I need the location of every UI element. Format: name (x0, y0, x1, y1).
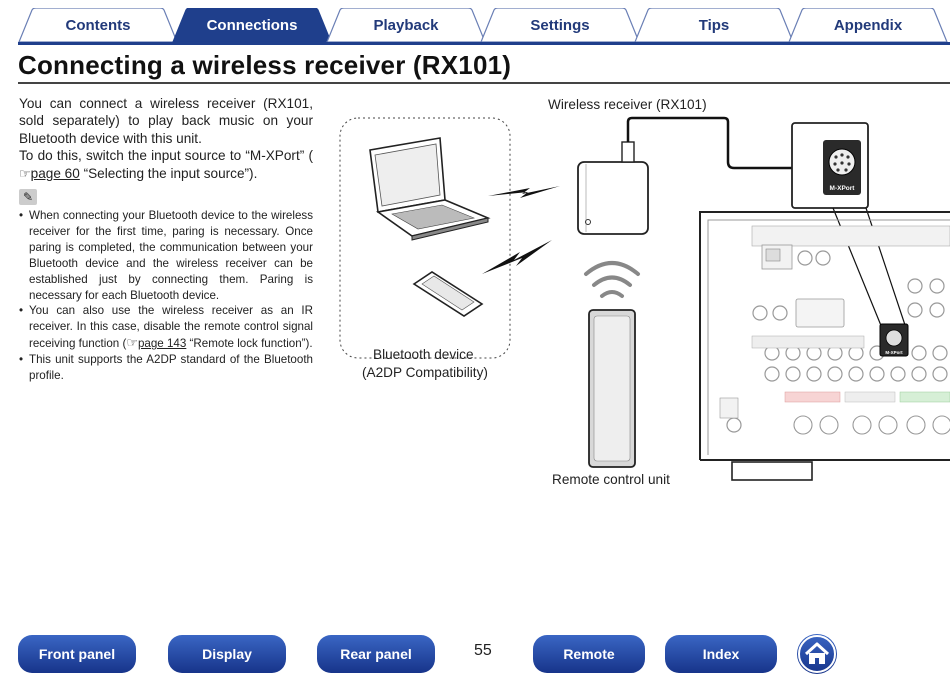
note-text: When connecting your Bluetooth device to… (29, 209, 313, 302)
page-143-link[interactable]: page 143 (137, 337, 187, 351)
remote-button[interactable]: Remote (533, 635, 645, 673)
laptop-icon (369, 137, 491, 241)
bullet-dot: • (19, 304, 24, 318)
page-60-link[interactable]: page 60 (30, 165, 80, 181)
remote-control-label: Remote control unit (552, 472, 670, 487)
home-button[interactable] (797, 634, 837, 674)
tab-underline (18, 42, 950, 45)
tab-label: Appendix (833, 16, 903, 34)
note-text: You can also use the wireless receiver a… (29, 303, 313, 352)
bluetooth-area-outline (339, 117, 511, 359)
tab-tips[interactable]: Tips (634, 8, 794, 42)
rear-panel-button[interactable]: Rear panel (317, 635, 435, 673)
note-text-post: “Remote lock function”). (186, 337, 313, 351)
tab-label: Tips (698, 16, 730, 34)
tab-shape (480, 8, 640, 42)
tab-label: Settings (530, 16, 590, 34)
tab-shape (634, 8, 794, 42)
pencil-icon: ✎ (19, 189, 37, 205)
index-button[interactable]: Index (665, 635, 777, 673)
av-receiver-rear-panel: M-XPort (699, 211, 950, 481)
cable (626, 116, 796, 170)
wireless-receiver-icon (577, 141, 649, 235)
tab-shape (326, 8, 486, 42)
tab-playback[interactable]: Playback (326, 8, 486, 42)
wireless-signal-icon (482, 240, 552, 274)
title-divider (18, 82, 950, 84)
notes-list: • When connecting your Bluetooth device t… (19, 208, 313, 384)
tab-label: Connections (206, 16, 298, 34)
intro-text-post: “Selecting the input source”). (79, 165, 258, 181)
tab-label: Playback (373, 16, 439, 34)
intro-text: You can connect a wireless receiver (RX1… (19, 95, 313, 182)
front-panel-button[interactable]: Front panel (18, 635, 136, 673)
note-text: This unit supports the A2DP standard of … (29, 353, 313, 383)
ir-signal-icon (584, 261, 640, 298)
bluetooth-device-label: Bluetooth device (373, 347, 474, 362)
tab-label: Contents (65, 16, 131, 34)
tab-shape (172, 8, 332, 42)
pointing-hand-icon: ☞ (126, 335, 138, 351)
note-text-pre: You can also use the wireless receiver a… (29, 304, 313, 351)
bullet-dot: • (19, 209, 24, 222)
list-item: • This unit supports the A2DP standard of… (19, 352, 313, 384)
list-item: • When connecting your Bluetooth device t… (19, 208, 313, 303)
tab-bar: Contents Connections Playback Settings T… (0, 0, 950, 46)
smartphone-icon (412, 271, 484, 317)
mxport-small-label: M-XPort (885, 350, 903, 355)
intro-text-pre: To do this, switch the input source to “… (19, 148, 313, 164)
tab-contents[interactable]: Contents (18, 8, 178, 42)
tab-appendix[interactable]: Appendix (788, 8, 948, 42)
tab-shape (788, 8, 948, 42)
page-title: Connecting a wireless receiver (RX101) (18, 50, 512, 80)
tab-shape (18, 8, 178, 42)
pointing-hand-icon: ☞ (19, 165, 31, 181)
bluetooth-compatibility-label: (A2DP Compatibility) (362, 365, 488, 380)
remote-control-icon (588, 309, 636, 468)
display-button[interactable]: Display (168, 635, 286, 673)
tab-settings[interactable]: Settings (480, 8, 640, 42)
connection-diagram: M-XPort (339, 116, 950, 481)
wireless-receiver-label: Wireless receiver (RX101) (548, 97, 707, 112)
bullet-dot: • (19, 353, 24, 367)
intro-paragraph: You can connect a wireless receiver (RX1… (19, 96, 313, 146)
mxport-label: M-XPort (830, 185, 856, 192)
home-icon (798, 635, 836, 673)
page-number: 55 (474, 642, 492, 659)
intro-paragraph-2: To do this, switch the input source to “… (19, 147, 313, 182)
tab-connections[interactable]: Connections (172, 8, 332, 42)
wireless-signal-icon (488, 186, 560, 198)
list-item: • You can also use the wireless receiver … (19, 303, 313, 352)
